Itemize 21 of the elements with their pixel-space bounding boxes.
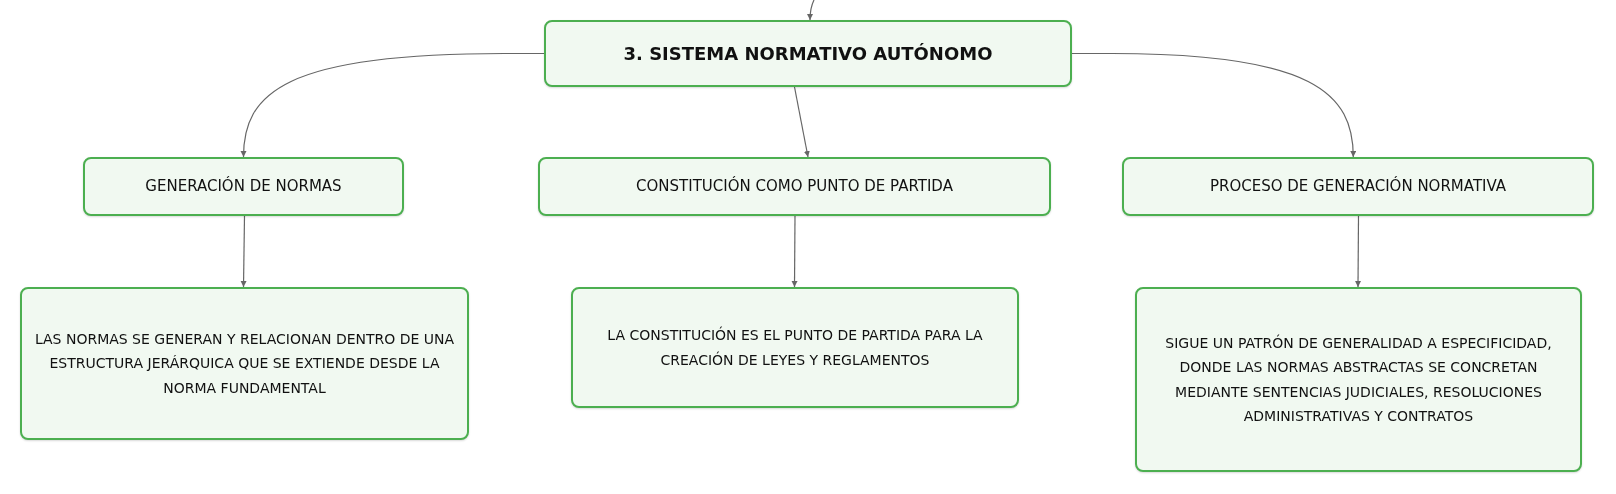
topic-box (83, 157, 404, 216)
topic-box (1122, 157, 1594, 216)
topic-box (20, 287, 469, 440)
connector-arrow (791, 215, 798, 288)
topic-box (544, 20, 1072, 87)
topic-text: PROCESO DE GENERACIÓN NORMATIVA (1209, 175, 1507, 198)
topic-box (571, 287, 1019, 408)
topic-text: SIGUE UN PATRÓN DE GENERALIDAD A ESPECIFICIDAD, DONDE LAS NORMAS ABSTRACTAS SE CONCRETAN MEDIANTE SENTENCIAS JUDICIALES, RESOLUCIONES ADMINISTRATIVAS Y CONTRATOS (1164, 333, 1553, 426)
connector-arrow (240, 215, 247, 288)
connector-arrow (793, 86, 810, 158)
topic-text: CONSTITUCIÓN COMO PUNTO DE PARTIDA (636, 175, 953, 198)
topic-text: LAS NORMAS SE GENERAN Y RELACIONAN DENTRO DE UNA ESTRUCTURA JERÁRQUICA QUE SE EXTIENDE DESDE LA NORMA FUNDAMENTAL (34, 329, 455, 398)
topic-box (538, 157, 1051, 216)
topic-text: 3. SISTEMA NORMATIVO AUTÓNOMO (623, 41, 993, 66)
connector-arrow (240, 52, 545, 158)
connector-arrow (807, 0, 815, 21)
topic-text: LA CONSTITUCIÓN ES EL PUNTO DE PARTIDA PARA LA CREACIÓN DE LEYES Y REGLAMENTOS (606, 325, 984, 370)
topic-text: GENERACIÓN DE NORMAS (145, 175, 342, 198)
connector-arrow (1355, 215, 1362, 288)
topic-box (1135, 287, 1582, 472)
connector-arrow (1071, 52, 1356, 158)
